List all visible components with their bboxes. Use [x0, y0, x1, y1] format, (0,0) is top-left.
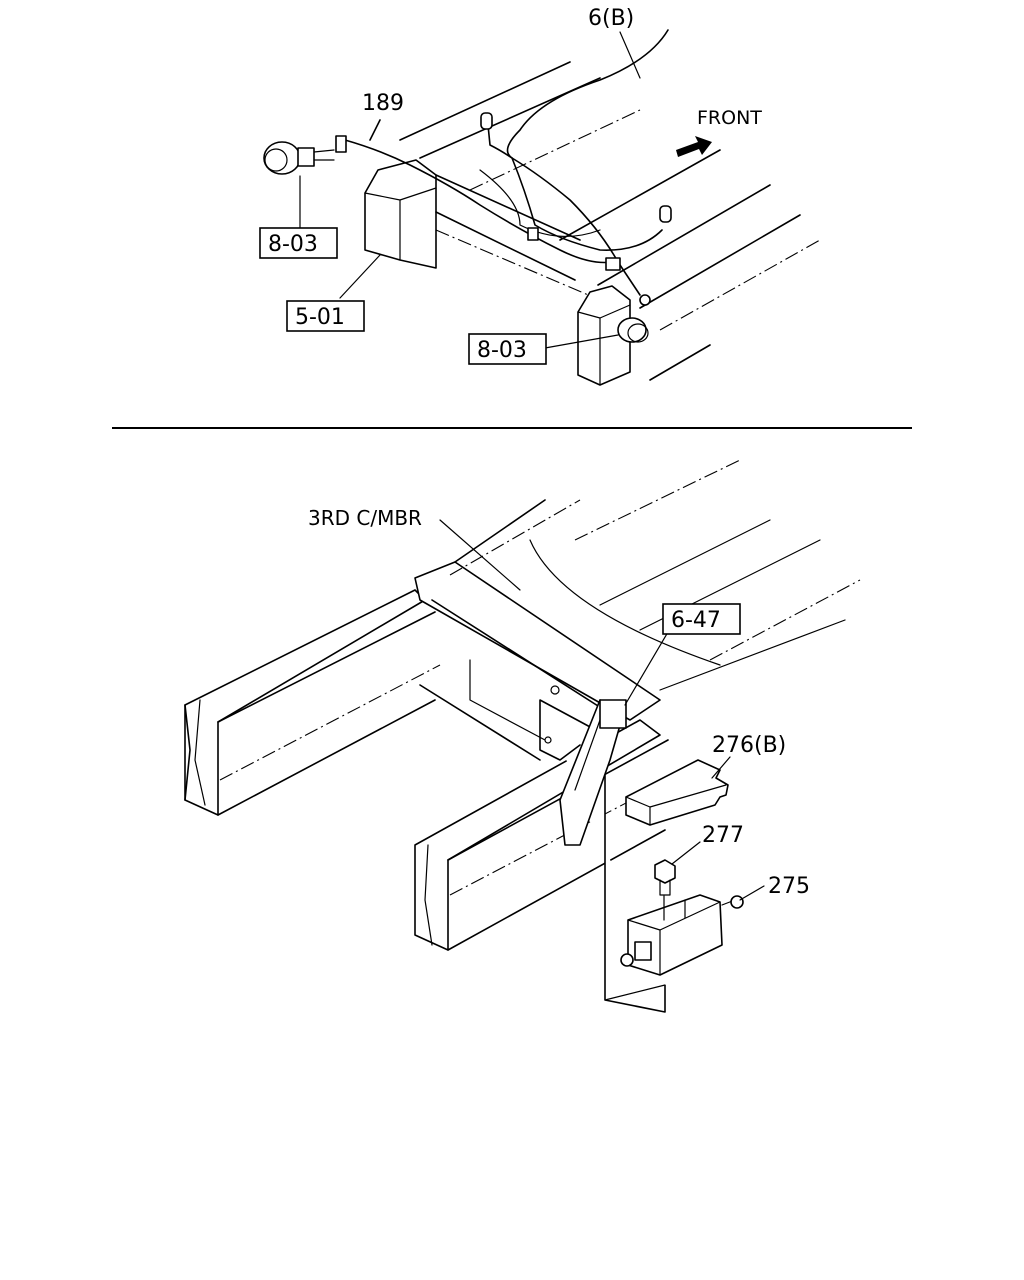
- crossmember-left-end: [364, 159, 437, 269]
- cover-276b-icon: [625, 759, 729, 826]
- plug-top-icon: [480, 112, 493, 130]
- crossmember-body: [435, 169, 601, 301]
- label-front: FRONT: [697, 107, 762, 129]
- wire-harness-6b: [487, 29, 669, 296]
- connector-mid-icon: [527, 227, 539, 241]
- label-3rd-crossmember: 3RD C/MBR: [308, 506, 422, 530]
- right-frame-rail: [597, 184, 821, 381]
- plug-right-icon: [659, 205, 672, 223]
- label-8-03-left: 8-03: [268, 232, 318, 257]
- label-275: 275: [768, 874, 810, 899]
- label-276b: 276(B): [712, 733, 786, 758]
- label-189: 189: [362, 91, 404, 116]
- label-6-47: 6-47: [671, 608, 721, 633]
- label-6b: 6(B): [588, 6, 634, 31]
- top-panel: 6(B) FRONT 189 8-03 5-01 8-03: [259, 6, 821, 386]
- ref-box-8-03-left: [259, 227, 338, 259]
- right-channel-rail: [414, 719, 671, 951]
- left-lamp-icon: [263, 141, 335, 231]
- right-lamp-icon: [617, 317, 649, 343]
- bottom-panel: 3RD C/MBR 6-47 276(B) 277 275: [184, 459, 861, 1013]
- connector-right-icon: [605, 257, 621, 271]
- ref-box-6-47: [662, 603, 741, 635]
- third-crossmember: [414, 459, 861, 761]
- bolt-277-icon: [654, 859, 676, 896]
- switch-275-icon: [620, 894, 744, 976]
- connector-189-icon: [335, 135, 347, 153]
- front-arrow-icon: [676, 136, 712, 157]
- left-frame-rail: [399, 61, 721, 241]
- label-277: 277: [702, 823, 744, 848]
- ref-box-5-01: [286, 300, 365, 332]
- label-8-03-right: 8-03: [477, 338, 527, 363]
- wire-harness-189: [344, 119, 613, 264]
- left-channel-rail: [184, 589, 441, 816]
- clip-icon: [639, 294, 651, 306]
- ref-box-8-03-right: [468, 333, 547, 365]
- label-5-01: 5-01: [295, 305, 345, 330]
